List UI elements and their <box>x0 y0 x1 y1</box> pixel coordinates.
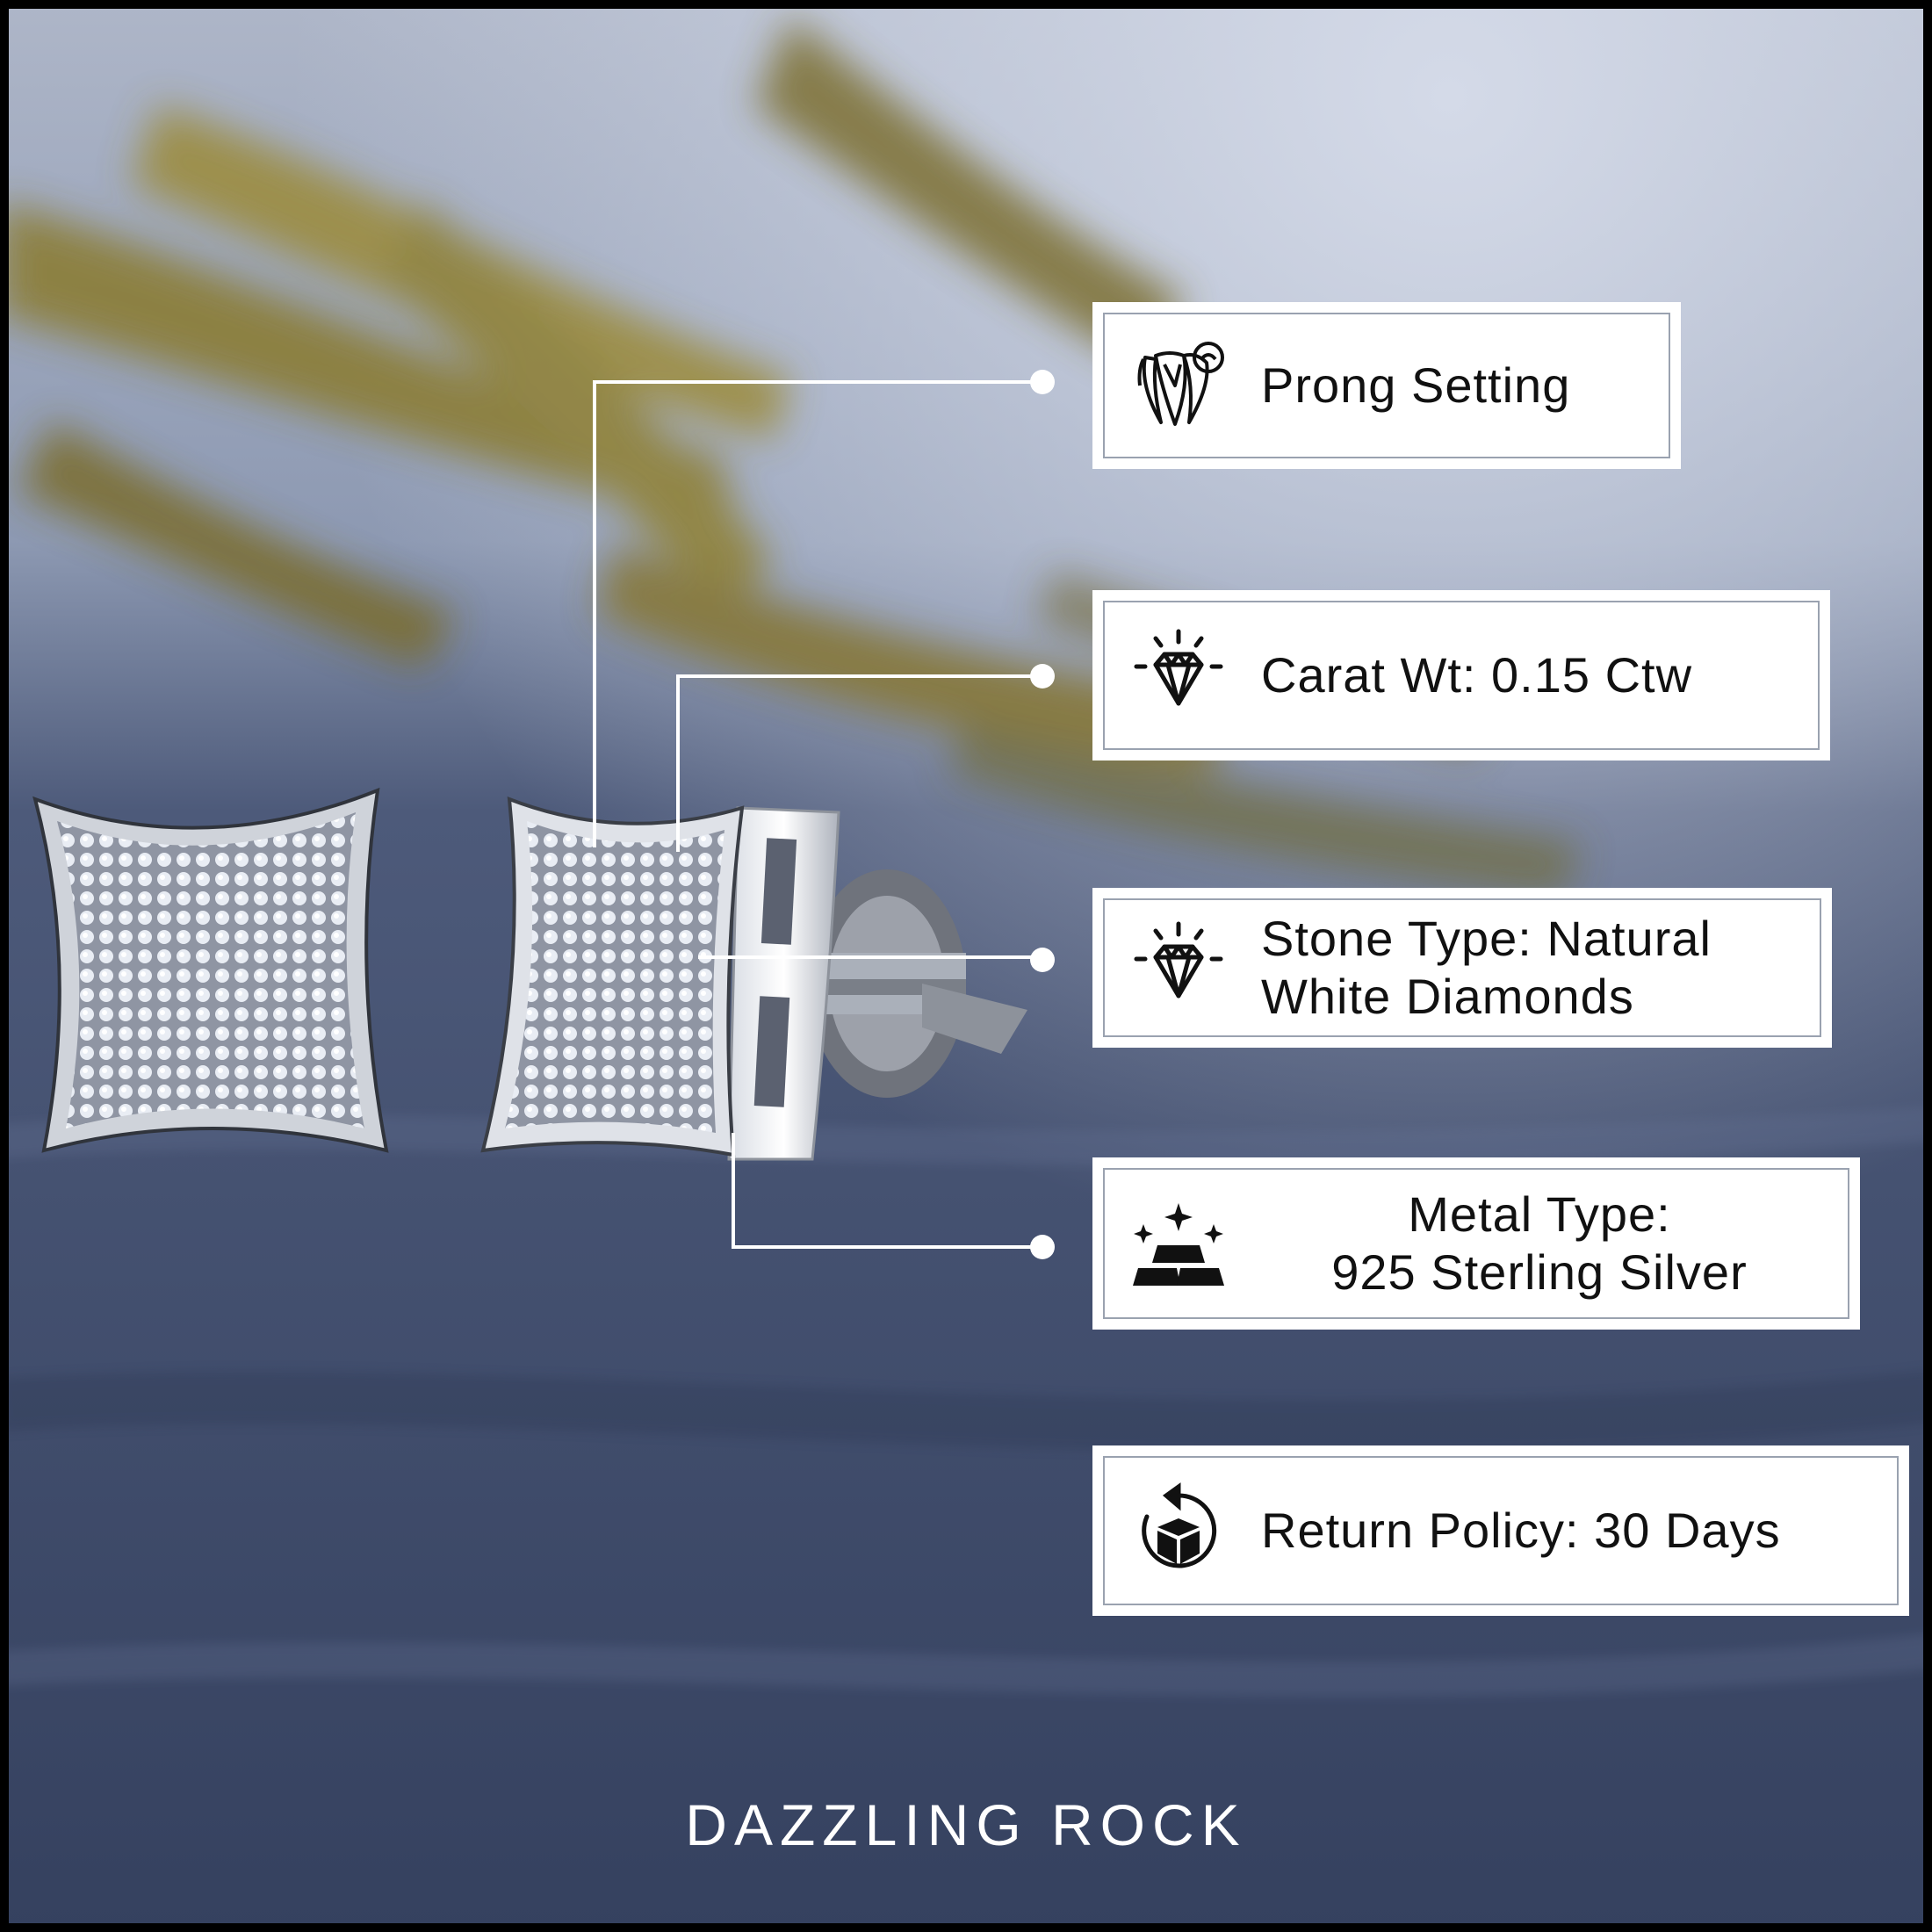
callout-dot-metal <box>1030 1235 1055 1259</box>
feature-text-line-1: Metal Type: <box>1408 1186 1671 1242</box>
feature-card-prong-setting: Prong Setting <box>1092 302 1681 469</box>
feature-label: Stone Type: Natural White Diamonds <box>1261 910 1712 1026</box>
callout-line-metal <box>732 1133 1042 1249</box>
feature-card-carat-weight: Carat Wt: 0.15 Ctw <box>1092 590 1830 761</box>
callout-line-carat <box>676 674 1042 852</box>
feature-text-line-2: White Diamonds <box>1261 969 1634 1024</box>
callout-line-prong <box>593 380 1042 847</box>
feature-card-return-policy: Return Policy: 30 Days <box>1092 1445 1909 1616</box>
callout-dot-carat <box>1030 664 1055 688</box>
feature-card-stone-type: Stone Type: Natural White Diamonds <box>1092 888 1832 1048</box>
return-package-icon <box>1142 1482 1217 1568</box>
diamond-icon <box>1134 921 1223 998</box>
feature-text: Return Policy: 30 Days <box>1261 1502 1781 1558</box>
feature-label: Carat Wt: 0.15 Ctw <box>1261 646 1692 704</box>
gold-bars-icon <box>1133 1203 1224 1286</box>
feature-card-metal-type: Metal Type: 925 Sterling Silver <box>1092 1157 1860 1330</box>
feature-text-line-2: 925 Sterling Silver <box>1331 1244 1748 1300</box>
callout-dot-stone <box>1030 948 1055 972</box>
feature-label: Return Policy: 30 Days <box>1261 1502 1781 1560</box>
brand-logo-text: DAZZLING ROCK <box>685 1792 1247 1857</box>
feature-text-line-1: Stone Type: Natural <box>1261 910 1712 966</box>
diamond-icon <box>1134 629 1223 706</box>
feature-text: Prong Setting <box>1261 357 1571 413</box>
feature-label: Metal Type: 925 Sterling Silver <box>1231 1186 1848 1301</box>
feature-text: Carat Wt: 0.15 Ctw <box>1261 646 1693 703</box>
callout-dot-prong <box>1030 370 1055 394</box>
feature-label: Prong Setting <box>1261 357 1570 415</box>
prong-setting-icon <box>1137 342 1224 426</box>
